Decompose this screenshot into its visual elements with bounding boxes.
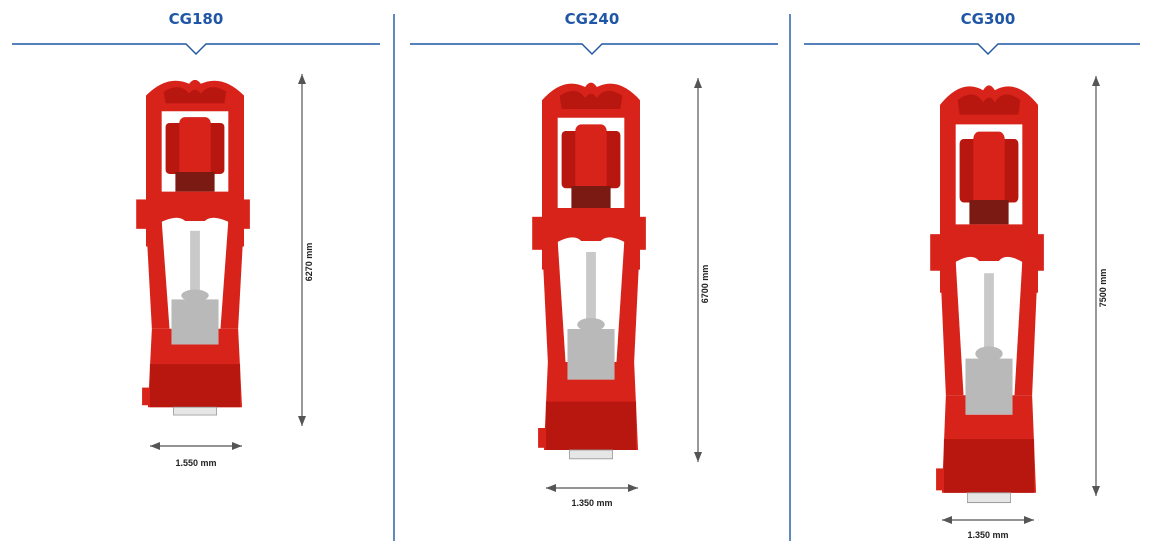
width-label: 1.350 mm	[967, 530, 1008, 540]
height-label: 6700 mm	[700, 265, 710, 304]
machine-drawing	[135, 79, 251, 416]
model-title: CG180	[169, 10, 224, 28]
title-underline	[12, 43, 380, 55]
title-underline	[410, 43, 778, 55]
title-underline	[804, 43, 1140, 55]
height-label: 6270 mm	[304, 243, 314, 282]
model-title: CG300	[961, 10, 1016, 28]
model-panel-cg240: CG240 6700 mm 1.350 mm	[410, 10, 778, 508]
machine-drawing	[929, 84, 1045, 504]
machine-drawing	[531, 82, 647, 460]
width-label: 1.350 mm	[571, 498, 612, 508]
model-panel-cg300: CG300 7500 mm 1.350 mm	[804, 10, 1140, 540]
model-panel-cg180: CG180 6270 mm 1.550 mm	[12, 10, 380, 468]
model-title: CG240	[565, 10, 620, 28]
height-label: 7500 mm	[1098, 269, 1108, 308]
width-label: 1.550 mm	[175, 458, 216, 468]
